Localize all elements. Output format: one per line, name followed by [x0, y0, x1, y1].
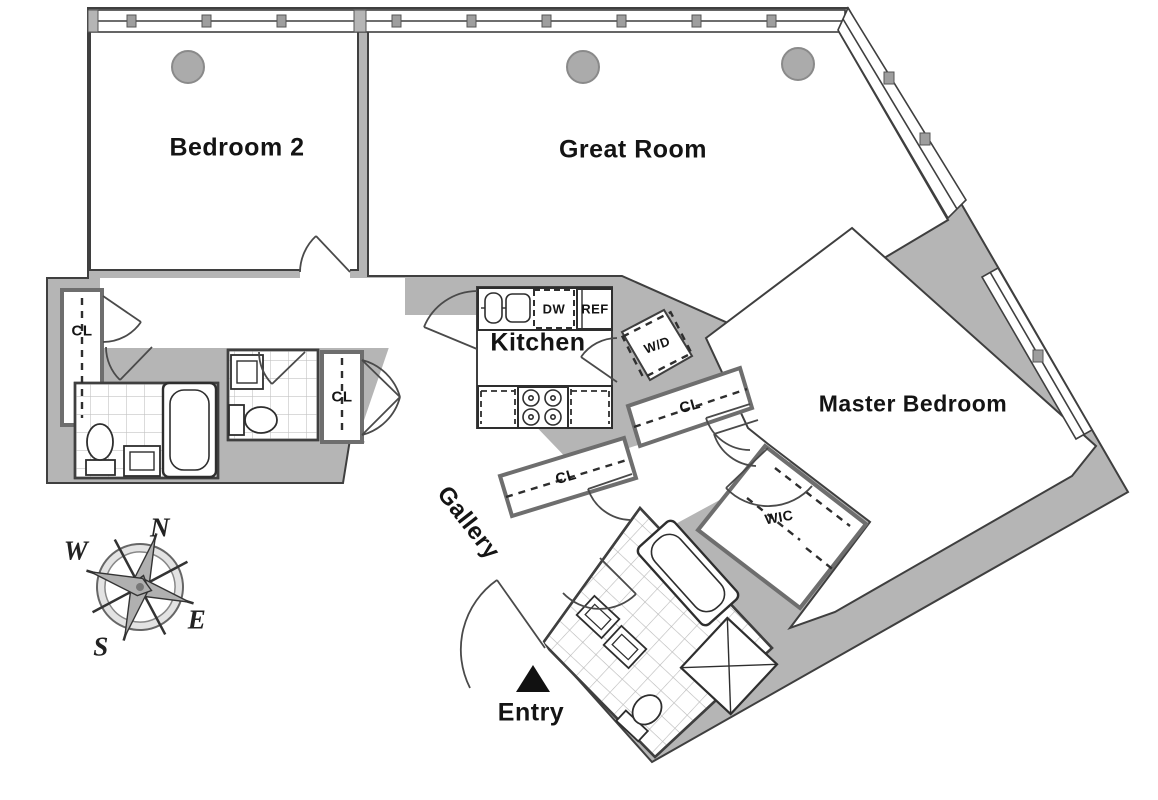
column-icon — [171, 50, 205, 84]
dishwasher-icon — [533, 289, 575, 329]
bathtub-icon — [161, 381, 218, 479]
sink-icon — [230, 354, 264, 390]
label-entry: Entry — [497, 698, 565, 727]
label-compass-south: S — [93, 631, 109, 662]
master-bath-fixtures — [575, 519, 779, 743]
sink-icon — [123, 445, 161, 477]
room-vestibule — [560, 398, 808, 565]
toilet-icon — [228, 404, 278, 436]
label-compass-east: E — [187, 604, 207, 635]
label-compass-west: W — [63, 535, 89, 566]
label-bedroom2: Bedroom 2 — [169, 133, 305, 162]
sink-icon — [575, 594, 621, 640]
label-closet-left: CL — [71, 322, 93, 340]
label-kitchen: Kitchen — [490, 328, 586, 357]
closet-corridor-upper — [625, 365, 755, 449]
kitchen-fixtures — [477, 287, 613, 429]
shower-icon — [679, 616, 779, 716]
label-master-bedroom: Master Bedroom — [818, 390, 1008, 417]
label-closet-bath2: CL — [331, 388, 353, 406]
kitchen-sink-icon — [481, 292, 531, 324]
refrigerator-icon — [576, 288, 613, 330]
label-compass-north: N — [150, 512, 170, 543]
label-great-room: Great Room — [558, 135, 708, 164]
toilet-icon — [85, 423, 116, 476]
compass-rose-icon — [86, 533, 194, 641]
doors — [102, 235, 813, 701]
label-ref: REF — [581, 301, 609, 317]
entry-marker-icon — [516, 665, 550, 692]
stove-icon — [517, 386, 569, 429]
toilet-icon — [615, 694, 663, 743]
column-icon — [566, 50, 600, 84]
column-icon — [781, 47, 815, 81]
windows — [87, 6, 1094, 441]
room-hallway — [100, 278, 405, 348]
columns — [171, 47, 815, 84]
bathroom2-fixtures — [228, 354, 278, 436]
closet-dashes — [80, 298, 851, 573]
sink-icon — [602, 624, 648, 670]
label-dw: DW — [542, 301, 566, 317]
bathtub-icon — [636, 519, 740, 627]
room-gallery — [360, 315, 645, 684]
bathroom1-fixtures — [85, 381, 218, 479]
